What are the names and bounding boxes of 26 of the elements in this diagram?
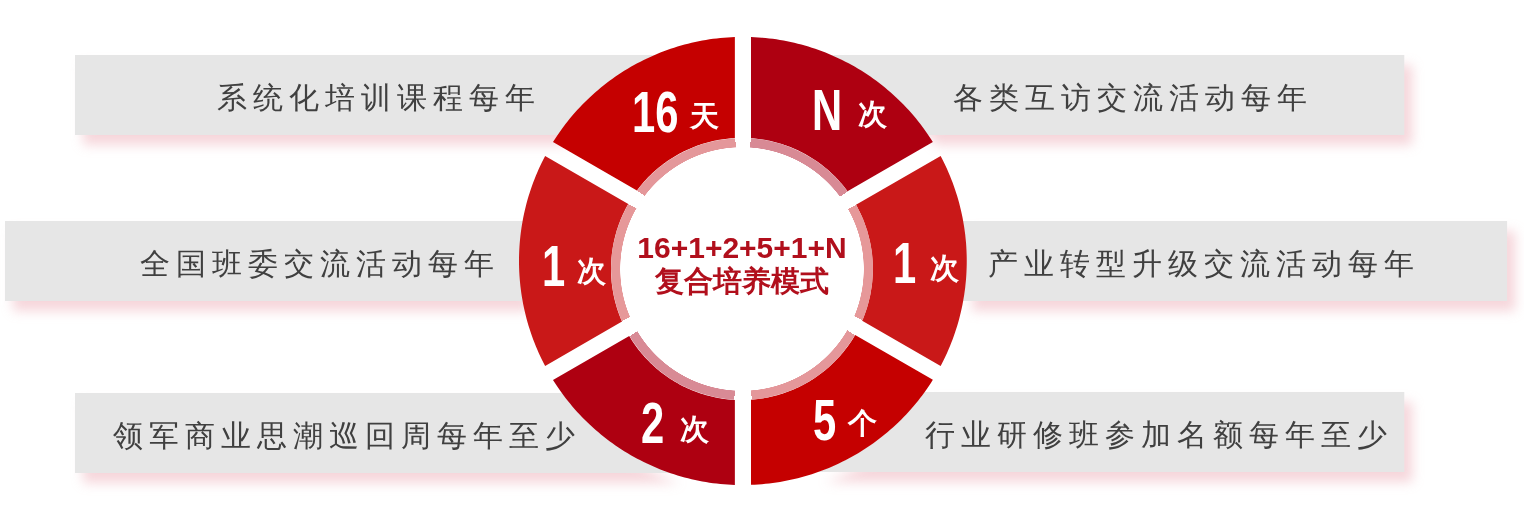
text-band xyxy=(962,221,1507,301)
band-label: 系统化培训课程每年 xyxy=(217,82,541,113)
ring-segment xyxy=(519,156,629,366)
unit-label: 个 xyxy=(848,408,878,438)
band-label: 全国班委交流活动每年 xyxy=(140,248,500,279)
band-label: 产业转型升级交流活动每年 xyxy=(988,248,1420,279)
unit-label: 天 xyxy=(690,102,719,131)
count-number: 5 xyxy=(813,390,837,449)
count-number: 1 xyxy=(542,237,566,296)
text-band xyxy=(5,221,524,301)
center-title: 复合培养模式 xyxy=(655,267,829,296)
count-number: 2 xyxy=(641,394,665,453)
ring-segment xyxy=(553,37,735,191)
unit-label: 次 xyxy=(858,100,887,130)
count-number: 16 xyxy=(632,83,679,142)
band-label: 领军商业思潮巡回周每年至少 xyxy=(113,420,581,451)
unit-label: 次 xyxy=(930,253,959,283)
band-label: 各类互访交流活动每年 xyxy=(953,82,1313,113)
ring-segment xyxy=(751,37,933,192)
band-label: 行业研修班参加名额每年至少 xyxy=(925,419,1393,450)
count-number: 1 xyxy=(893,234,917,293)
formula-text: 16+1+2+5+1+N xyxy=(637,233,847,264)
unit-label: 次 xyxy=(576,257,606,286)
ring-segment xyxy=(856,156,967,366)
unit-label: 次 xyxy=(680,415,709,445)
count-number: N xyxy=(812,80,843,139)
